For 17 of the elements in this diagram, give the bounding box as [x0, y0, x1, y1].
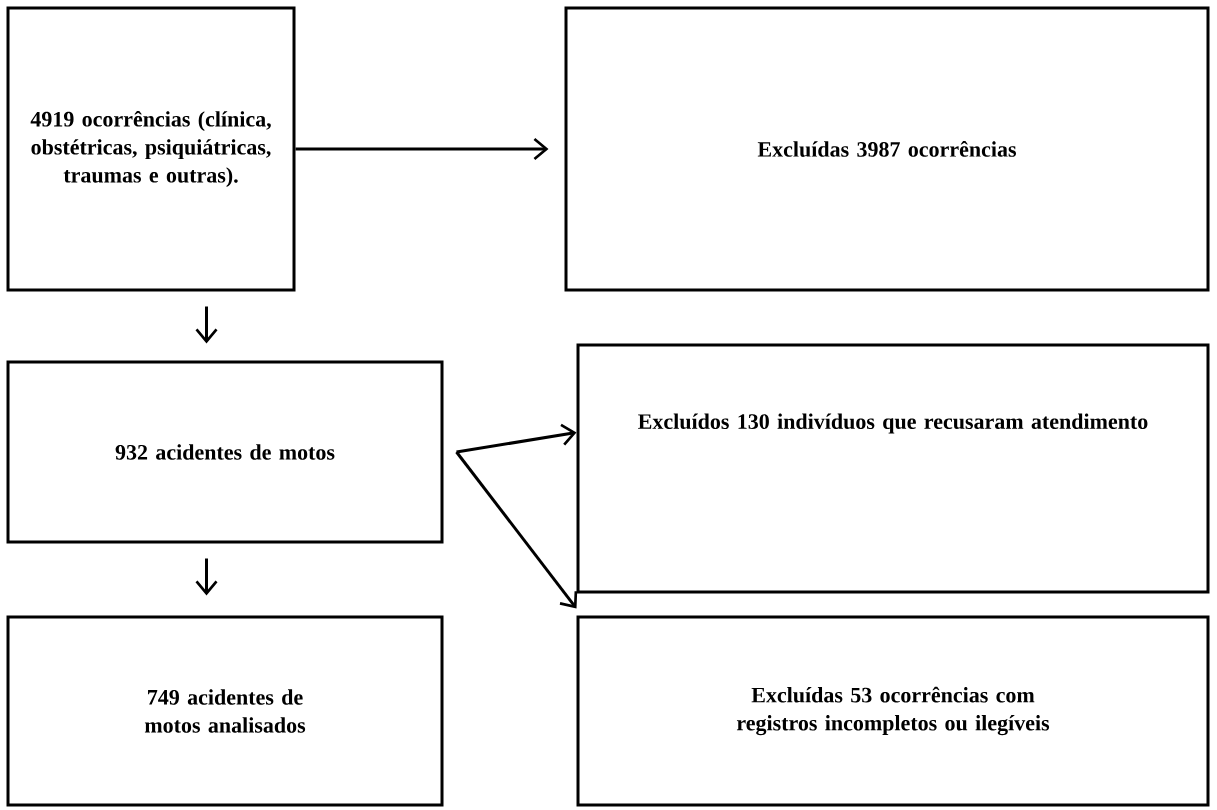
process-box [564, 6, 1210, 292]
box-text: Excluídas 3987 ocorrências [757, 141, 1016, 157]
box-text: 932 acidentes de motos [115, 444, 335, 460]
process-box [576, 343, 1210, 594]
process-box [6, 6, 296, 292]
arrow [456, 423, 577, 454]
box-text: 749 acidentes de motos analisados [144, 689, 306, 733]
arrow [295, 137, 549, 161]
process-box [6, 360, 444, 544]
arrow [455, 451, 578, 609]
process-box [6, 615, 444, 807]
process-box [576, 615, 1210, 807]
arrow [195, 306, 218, 344]
box-text: Excluídos 130 indivíduos que recusaram atendimento [638, 413, 1148, 434]
box-text: Excluídas 53 ocorrências com registros incompletos ou ilegíveis [736, 686, 1050, 736]
box-text: 4919 ocorrências (clínica, obstétricas, psiquiátricas, traumas e outras). [30, 110, 271, 188]
arrow [195, 558, 218, 596]
